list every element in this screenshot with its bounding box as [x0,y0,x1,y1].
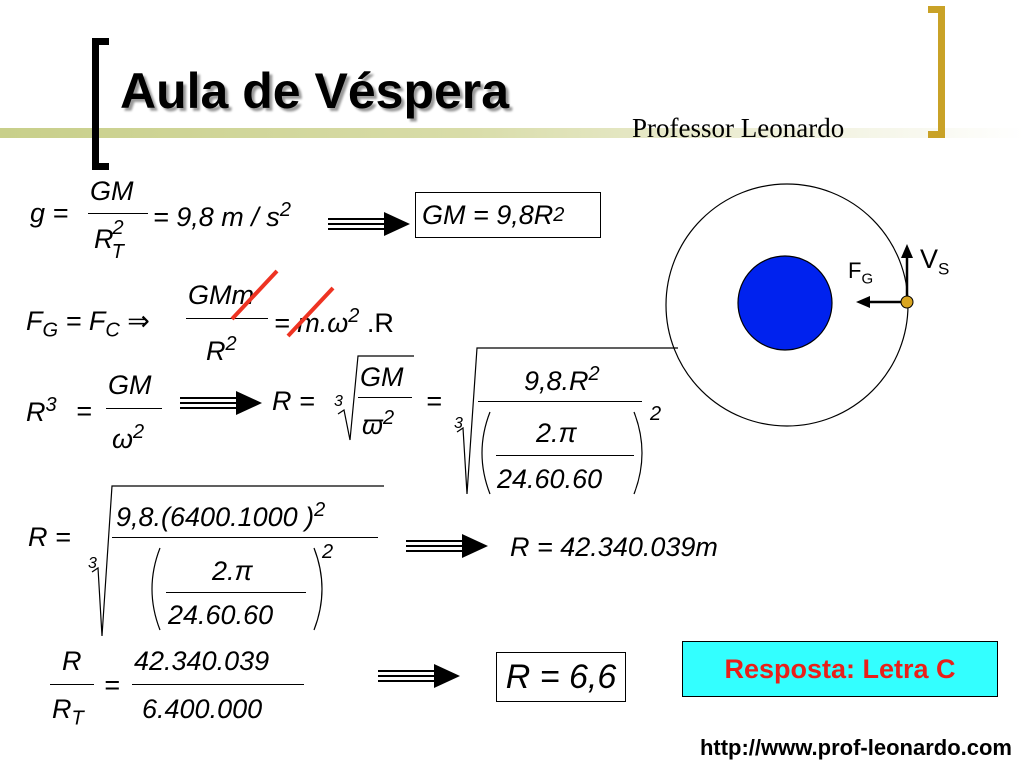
eq3-big-fraction-bar [478,401,642,402]
eq4-parenthesis-icon [151,547,323,631]
big-radical-sign-icon [456,347,678,495]
eq4-numerator: 9,8.(6400.1000 )2 [116,499,326,532]
eq4-radical-sign-icon [91,485,384,637]
strike-mark-1 [230,269,279,321]
eq5-right-denominator: 6.400.000 [142,694,263,724]
eq4-paren-sup: 2 [322,541,334,563]
eq1-fraction-bar [88,213,148,214]
eq3-fraction-bar [106,408,162,409]
eq4-fraction-bar [112,537,378,538]
page-subtitle: Professor Leonardo [632,113,845,143]
eq1-arrow [328,211,410,242]
eq3-root-numerator: GM [360,362,404,392]
eq3-denominator: ω2 [112,421,145,454]
strike-mark-2 [286,286,335,338]
eq5-denominator: RT [52,694,84,730]
eq3-numerator: GM [108,370,152,400]
eq5-right-numerator: 42.340.039 [134,646,270,676]
eq5-arrow [378,663,460,694]
eq3-root-fraction-bar [358,397,412,398]
eq4-paren-numerator: 2.π [212,556,253,586]
eq5-right-fraction-bar [132,684,304,685]
velocity-arrowhead-icon [901,244,913,258]
eq3-r-equals: R = [272,386,315,416]
page-title: Aula de Véspera [120,63,510,119]
parenthesis-icon [481,411,643,495]
force-arrowhead-icon [856,296,870,308]
radical-sign-icon [337,355,414,441]
eq4-result: R = 42.340.039m [510,532,718,562]
eq3-root-index: 3 [334,393,343,410]
eq4-paren-denominator: 24.60.60 [168,600,274,630]
eq1-denominator: R2T [94,217,124,263]
eq2-fraction-bar [186,318,268,319]
header-band [0,128,1024,138]
answer-box: Resposta: Letra C [682,641,998,697]
eq5-fraction-bar [50,684,94,685]
eq5-result-box: R = 6,6 [496,652,626,702]
eq4-root-index: 3 [88,555,97,572]
double-arrow-icon [378,664,460,688]
eq3-paren-fraction-bar [496,455,634,456]
right-bracket [928,6,945,138]
double-arrow-icon [180,391,262,415]
eq2-lhs: FG = FC ⇒ [26,306,150,342]
eq3-big-numerator: 9,8.R2 [524,363,600,396]
satellite-icon [900,295,914,309]
eq4-arrow [406,533,488,564]
eq3-equals-2: = [426,386,442,416]
eq3-equals: = [76,396,92,426]
eq1-numerator: GM [90,176,134,206]
eq4-lhs: R = [28,522,71,552]
planet-icon [737,255,833,351]
eq1-rhs: = 9,8 m / s2 [153,199,291,232]
eq3-lhs: R3 [26,394,57,427]
force-label: FG [848,258,874,288]
orbit-diagram [665,183,914,427]
eq5-numerator: R [62,646,82,676]
double-arrow-icon [406,534,488,558]
footer-url[interactable]: http://www.prof-leonardo.com [699,735,1012,760]
eq3-paren-denominator: 24.60.60 [497,464,603,494]
eq3-arrow [180,390,262,421]
eq3-root-denominator: ϖ2 [362,407,395,440]
left-bracket [92,38,109,170]
eq5-equals: = [104,670,120,700]
eq3-paren-sup: 2 [650,403,662,425]
eq1-lhs: g = [30,198,69,228]
eq2-denominator: R2 [206,333,237,366]
double-arrow-icon [328,212,410,236]
eq3-big-root-index: 3 [454,415,463,432]
eq4-paren-fraction-bar [166,592,306,593]
eq3-paren-numerator: 2.π [536,418,577,448]
velocity-label: VS [920,244,950,279]
eq2-numerator: GMm [188,280,254,310]
